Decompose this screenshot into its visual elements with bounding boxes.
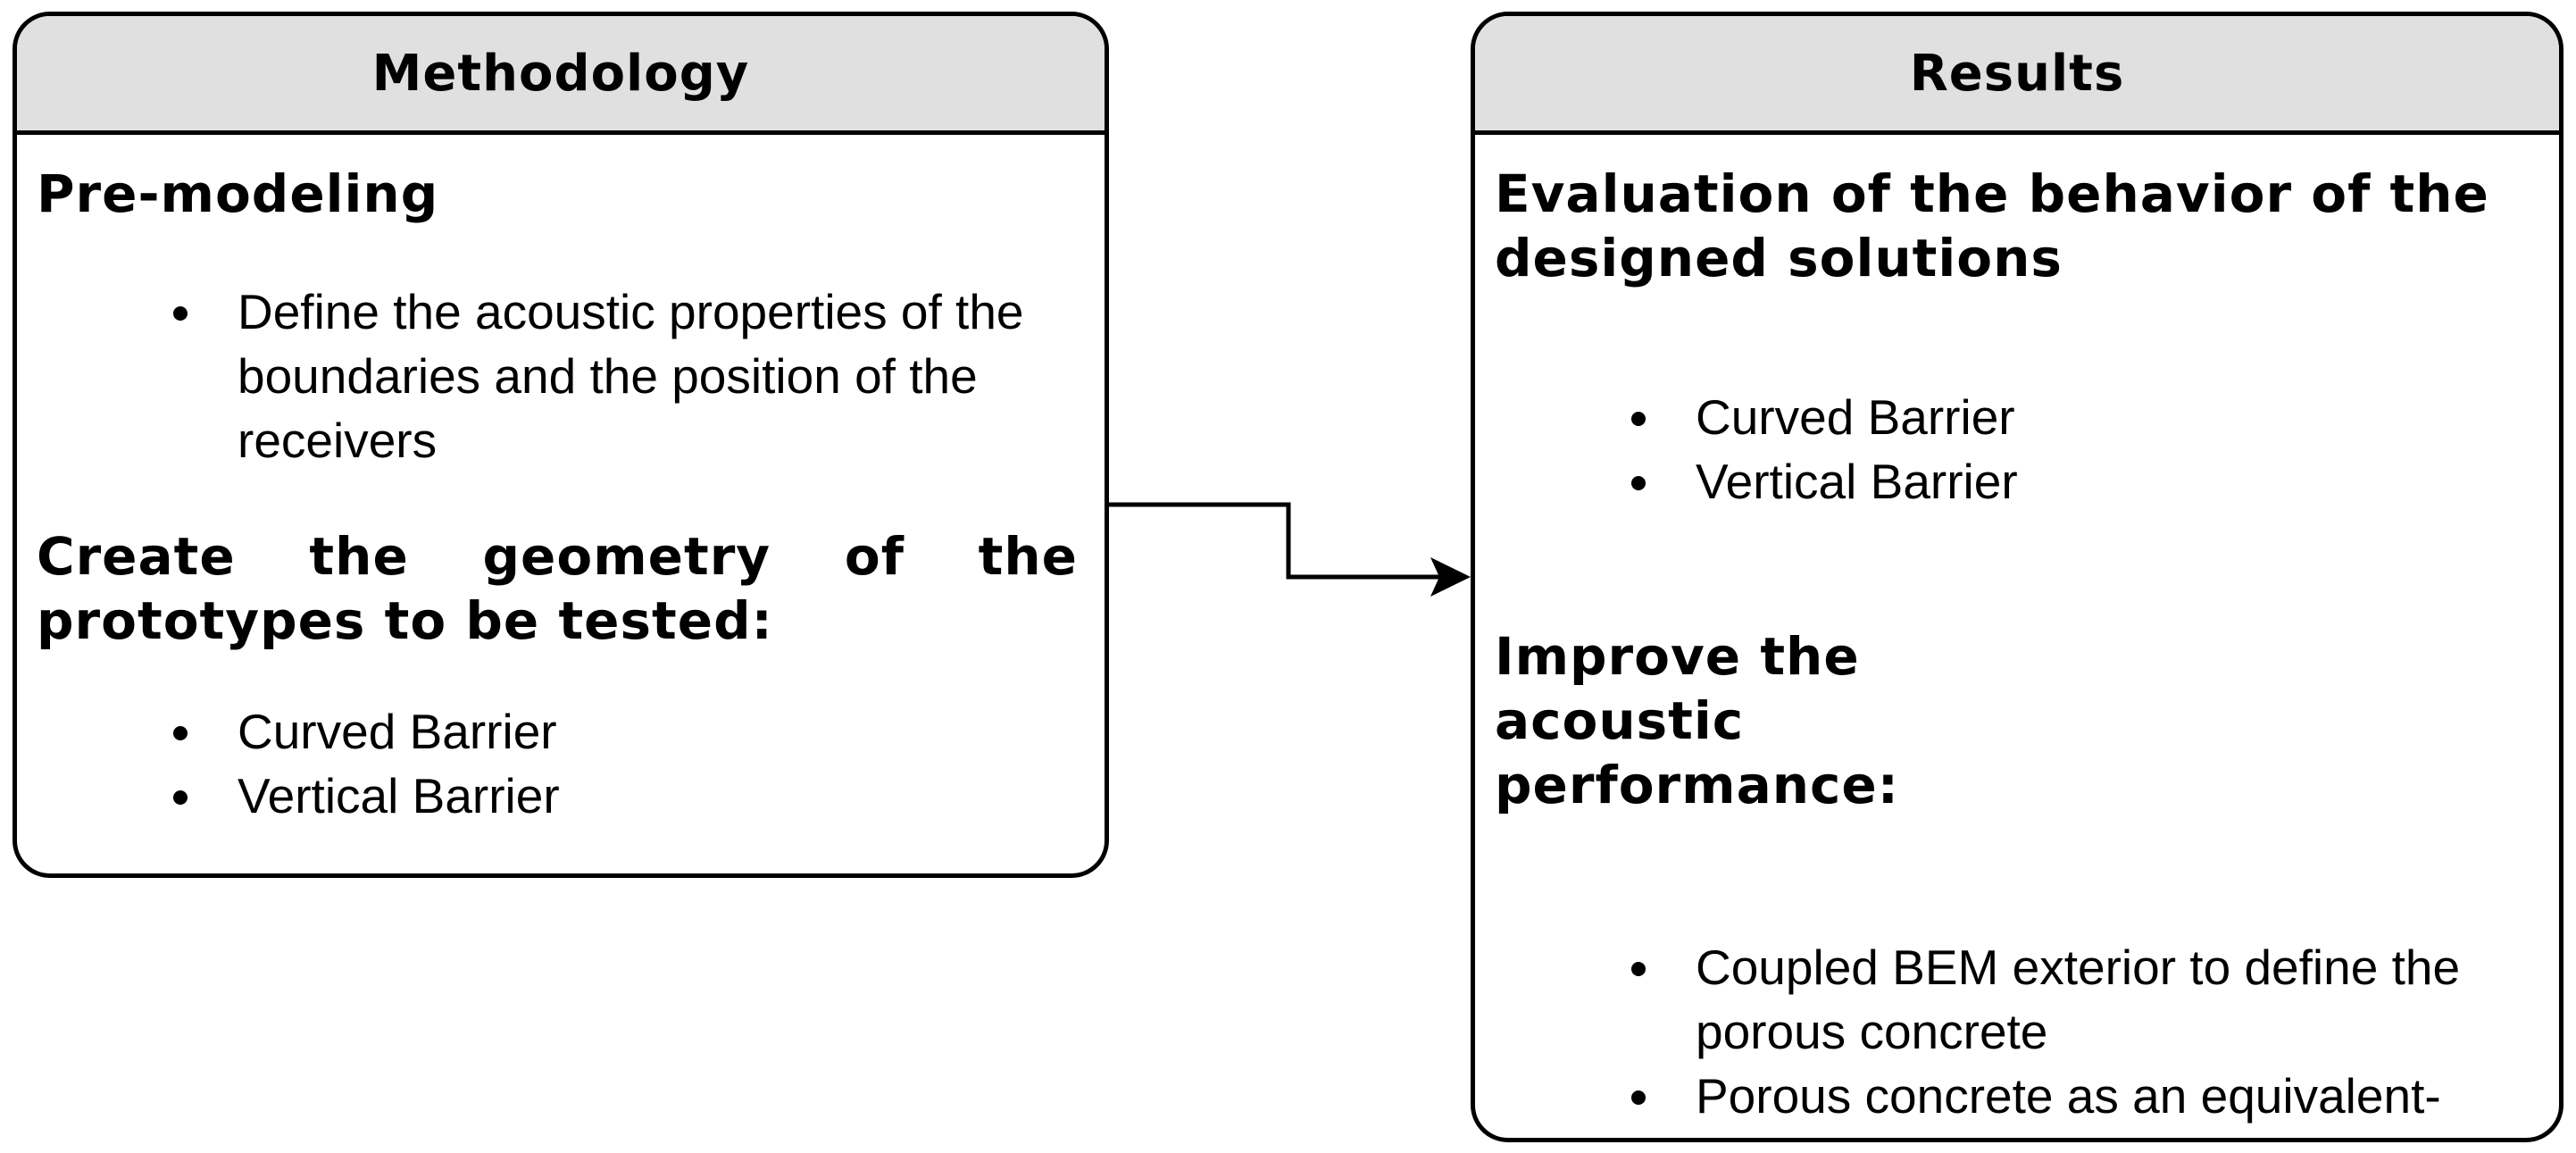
bullet-icon xyxy=(1631,962,1646,976)
list-item: Coupled BEM exterior to define the porou… xyxy=(1631,935,2513,1064)
results-panel: Results Evaluation of the behavior of th… xyxy=(1471,12,2563,1142)
section-title-create-geometry: Create the geometry of the prototypes to… xyxy=(37,526,1078,651)
section-title-evaluation: Evaluation of the behavior of the design… xyxy=(1495,163,2489,288)
list-item: Vertical Barrier xyxy=(173,764,1085,828)
methodology-header: Methodology xyxy=(17,16,1105,135)
bullet-icon xyxy=(173,306,188,321)
arrow-head-icon xyxy=(1430,557,1471,597)
bullet-icon xyxy=(1631,476,1646,490)
evaluation-list: Curved Barrier Vertical Barrier xyxy=(1495,385,2539,514)
bullet-icon xyxy=(173,726,188,740)
section-title-pre-modeling: Pre-modeling xyxy=(37,163,439,224)
list-item: Curved Barrier xyxy=(1631,385,2539,449)
results-header: Results xyxy=(1475,16,2559,135)
section-title-improve: Improve the acoustic performance: xyxy=(1495,626,1899,815)
list-item: Porous concrete as an equivalent-fluid xyxy=(1631,1064,2513,1138)
arrow-line xyxy=(1109,502,1439,580)
bullet-icon xyxy=(173,790,188,805)
list-item: Define the acoustic properties of the bo… xyxy=(173,280,1049,472)
methodology-body: Pre-modeling Define the acoustic propert… xyxy=(17,135,1105,828)
list-item: Curved Barrier xyxy=(173,699,1085,764)
methodology-panel: Methodology Pre-modeling Define the acou… xyxy=(13,12,1109,878)
bullet-icon xyxy=(1631,1090,1646,1105)
list-item: Vertical Barrier xyxy=(1631,449,2539,514)
improve-list: Coupled BEM exterior to define the porou… xyxy=(1495,935,2539,1138)
results-body: Evaluation of the behavior of the design… xyxy=(1475,135,2559,1138)
prototypes-list: Curved Barrier Vertical Barrier xyxy=(37,699,1085,828)
pre-modeling-list: Define the acoustic properties of the bo… xyxy=(37,280,1085,472)
bullet-icon xyxy=(1631,412,1646,426)
